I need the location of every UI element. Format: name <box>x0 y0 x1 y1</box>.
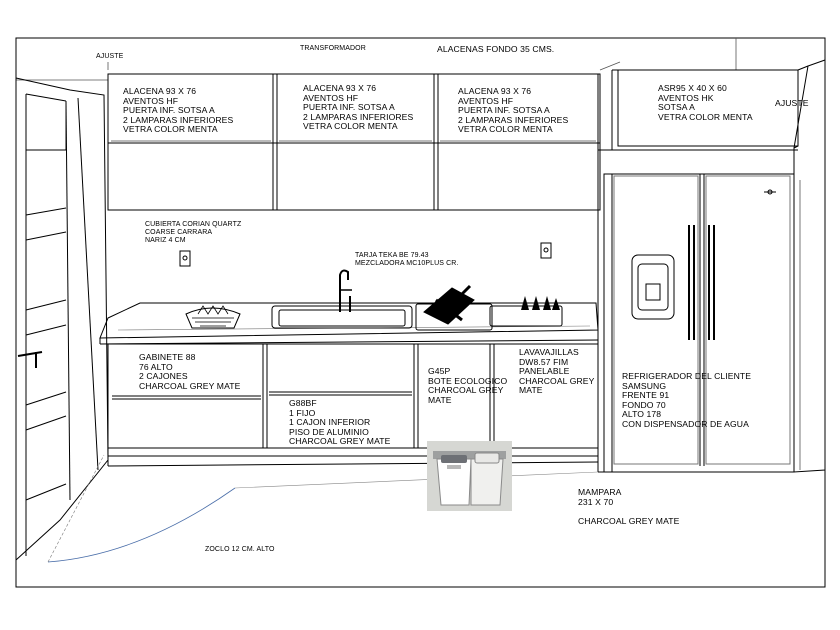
upper-cabinet-2-label: ALACENA 93 X 76 AVENTOS HF PUERTA INF. S… <box>303 83 414 132</box>
fruit-basket <box>185 305 241 329</box>
mampara-label: MAMPARA 231 X 70 CHARCOAL GREY MATE <box>578 487 680 526</box>
fridge-upper-cabinet <box>611 65 809 151</box>
countertop-label: CUBIERTA CORIAN QUARTZ COARSE CARRARA NA… <box>145 221 242 244</box>
ajuste-left-note: AJUSTE <box>96 53 124 60</box>
upper-cabinets <box>107 73 601 211</box>
trash-bin-photo <box>427 441 512 511</box>
ajuste-right-note: AJUSTE <box>775 98 809 108</box>
refrigerator-label: REFRIGERADOR DEL CLIENTE SAMSUNG FRENTE … <box>622 371 752 429</box>
g45p-label: G45P BOTE ECOLOGICO CHARCOAL GREY MATE <box>428 366 508 405</box>
outlet-right <box>540 242 552 259</box>
base-mid-label: G88BF 1 FIJO 1 CAJON INFERIOR PISO DE AL… <box>289 398 391 447</box>
base-left-label: GABINETE 88 76 ALTO 2 CAJONES CHARCOAL G… <box>139 352 241 391</box>
transformador-note: TRANSFORMADOR <box>300 45 366 52</box>
cooktop <box>415 284 563 331</box>
zoclo-note: ZOCLO 12 CM. ALTO <box>205 546 275 553</box>
sink-label: TARJA TEKA BE 79.43 MEZCLADORA MC10PLUS … <box>355 252 459 267</box>
sink <box>271 269 413 329</box>
alacenas-fondo-note: ALACENAS FONDO 35 CMS. <box>437 44 555 54</box>
fridge-upper-cabinet-label: ASR95 X 40 X 60 AVENTOS HK SOTSA A VETRA… <box>658 83 753 122</box>
door-swing-arc <box>47 487 236 563</box>
floor-line <box>234 471 599 489</box>
upper-cabinet-3-label: ALACENA 93 X 76 AVENTOS HF PUERTA INF. S… <box>458 86 569 135</box>
upper-cabinet-1-label: ALACENA 93 X 76 AVENTOS HF PUERTA INF. S… <box>123 86 234 135</box>
mampara-panel <box>793 59 826 473</box>
door-swing-leaf <box>47 454 105 563</box>
dishwasher-label: LAVAVAJILLAS DW8.57 FIM PANELABLE CHARCO… <box>519 347 595 396</box>
door-left <box>15 77 109 562</box>
outlet-left <box>179 250 191 267</box>
